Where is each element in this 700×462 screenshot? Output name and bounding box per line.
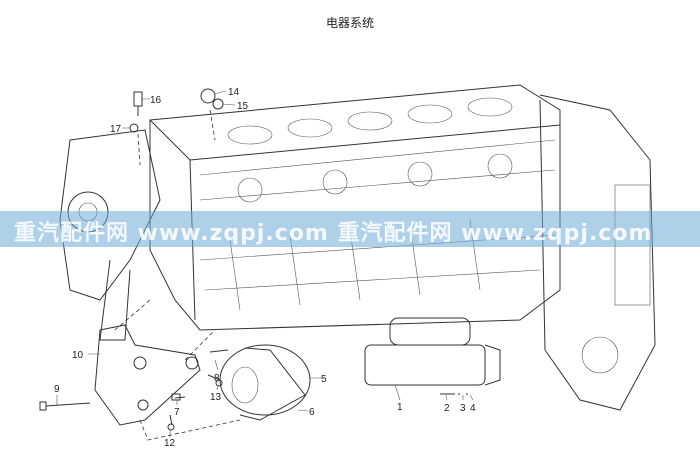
callout-10: 10 bbox=[72, 350, 84, 361]
alternator-bracket bbox=[94, 299, 241, 441]
bolt-9 bbox=[39, 401, 91, 411]
sensor-parts bbox=[129, 88, 224, 166]
watermark-band: 重汽配件网 www.zqpj.com 重汽配件网 www.zqpj.com bbox=[0, 211, 700, 247]
starter-motor bbox=[364, 317, 501, 395]
fasteners bbox=[167, 349, 229, 431]
callout-9: 9 bbox=[54, 384, 60, 395]
callout-4: 4 bbox=[470, 403, 476, 414]
callout-7: 7 bbox=[174, 407, 180, 418]
callout-6: 6 bbox=[309, 407, 315, 418]
callout-12: 12 bbox=[164, 438, 176, 449]
engine-block bbox=[149, 84, 561, 331]
watermark-text: 重汽配件网 www.zqpj.com 重汽配件网 www.zqpj.com bbox=[14, 221, 653, 246]
callout-17: 17 bbox=[110, 124, 122, 135]
callout-5: 5 bbox=[321, 374, 327, 385]
callout-2: 2 bbox=[444, 403, 450, 414]
flywheel-housing bbox=[539, 94, 656, 411]
callout-15: 15 bbox=[237, 101, 249, 112]
diagram-title: 电器系统 bbox=[325, 16, 374, 30]
alternator bbox=[219, 344, 311, 421]
callout-1: 1 bbox=[397, 402, 403, 413]
leader-lines bbox=[56, 90, 474, 437]
callout-14: 14 bbox=[228, 87, 240, 98]
callout-16: 16 bbox=[150, 95, 162, 106]
callout-3: 3 bbox=[460, 403, 466, 414]
callout-8: 8 bbox=[214, 373, 220, 384]
callout-13: 13 bbox=[210, 392, 222, 403]
